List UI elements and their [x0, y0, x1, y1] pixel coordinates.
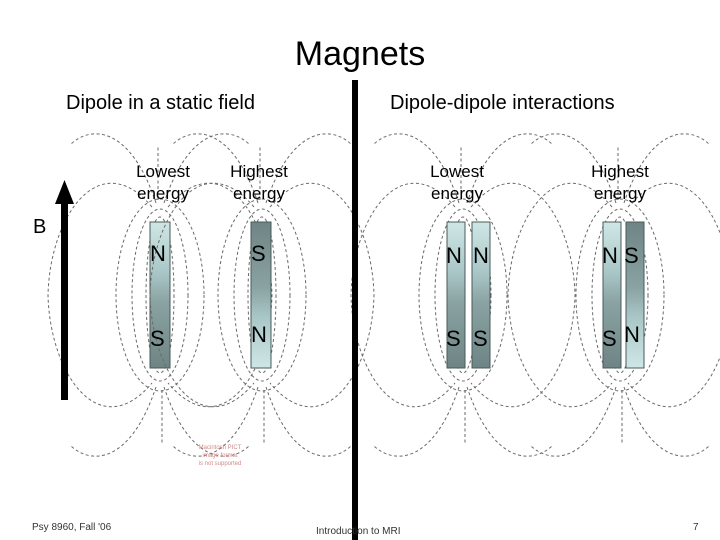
col3-bottom-left-pole: S — [446, 326, 461, 351]
col3-top-left-pole: N — [446, 243, 462, 268]
field-label: B — [33, 216, 47, 238]
right-heading: Dipole-dipole interactions — [390, 92, 615, 114]
col1-top-pole: N — [150, 241, 166, 266]
magnet-col3-left — [446, 221, 466, 369]
col2-top-pole: S — [251, 241, 266, 266]
footer-course: Psy 8960, Fall '06 — [32, 522, 112, 533]
col4-top-left-pole: N — [602, 243, 618, 268]
magnet-col3-right — [471, 221, 491, 369]
magnet-col4-left — [602, 221, 622, 369]
col4-bottom-right-pole: N — [624, 322, 640, 347]
col1-bottom-pole: S — [150, 326, 165, 351]
col2-label: Highest energy — [230, 162, 288, 203]
magnet-col4-right — [625, 221, 645, 369]
image-unsupported-notice: Macintosh PICT image format is not suppo… — [198, 445, 242, 467]
col3-top-right-pole: N — [473, 243, 489, 268]
col3-label: Lowest energy — [430, 162, 484, 203]
col4-label: Highest energy — [591, 162, 649, 203]
slide-title: Magnets — [294, 35, 426, 73]
col3-bottom-right-pole: S — [473, 326, 488, 351]
col4-top-right-pole: S — [624, 243, 639, 268]
left-heading: Dipole in a static field — [66, 92, 255, 114]
magnet-col2 — [250, 221, 272, 369]
col1-label: Lowest energy — [136, 162, 190, 203]
footer-page-number: 7 — [693, 522, 699, 533]
b-field-arrow-icon — [55, 180, 74, 400]
col4-bottom-left-pole: S — [602, 326, 617, 351]
col2-bottom-pole: N — [251, 322, 267, 347]
footer-title: Introduction to MRI — [316, 526, 401, 537]
vertical-divider — [352, 80, 358, 540]
